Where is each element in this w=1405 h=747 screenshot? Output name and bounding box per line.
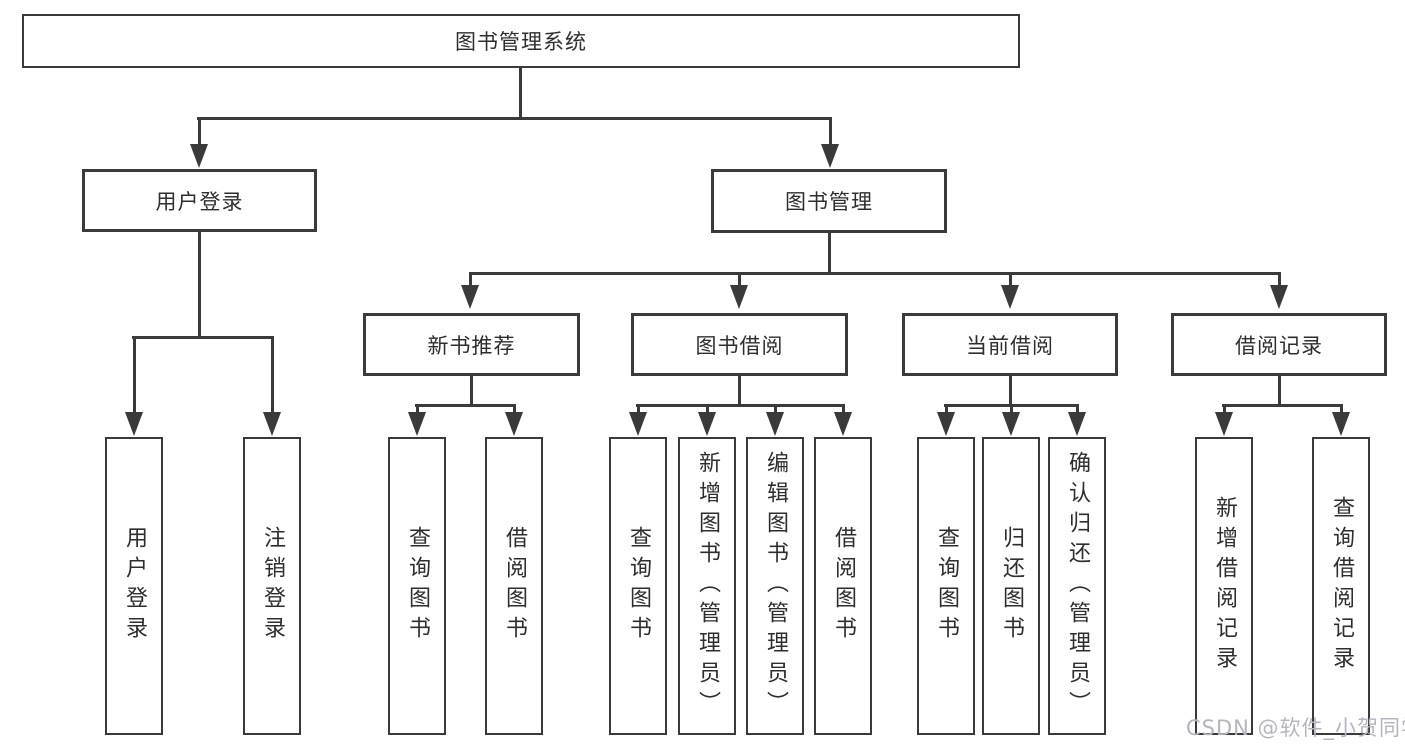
- arrowhead-down: [1002, 412, 1020, 436]
- connector-drop-book-management: [829, 117, 832, 146]
- leaf-label: 借阅图书: [831, 526, 856, 646]
- leaf-label: 查询图书: [934, 526, 959, 646]
- connector-current-borrowing-stem: [1009, 376, 1012, 406]
- connector-drop-leaf: [842, 404, 845, 414]
- leaf-label: 编辑图书（管理员）: [763, 451, 788, 721]
- node-label: 用户登录: [155, 189, 244, 214]
- arrowhead-down: [1215, 412, 1233, 436]
- connector-drop-leaf: [706, 404, 709, 414]
- node-current-borrowing: 当前借阅: [902, 313, 1118, 376]
- arrowhead-down: [698, 412, 716, 436]
- leaf-confirm-return-admin: 确认归还（管理员）: [1048, 437, 1106, 735]
- leaf-label: 查询借阅记录: [1329, 496, 1354, 676]
- leaf-label: 查询图书: [626, 526, 651, 646]
- watermark: CSDN @软件_小贺同学: [1186, 716, 1405, 740]
- connector-book-management-stem: [828, 233, 831, 274]
- arrowhead-down: [937, 412, 955, 436]
- leaf-edit-books-admin: 编辑图书（管理员）: [746, 437, 804, 735]
- leaf-query-books-borrowing: 查询图书: [609, 437, 667, 735]
- node-label: 当前借阅: [966, 333, 1054, 358]
- node-new-book-recommend: 新书推荐: [363, 313, 580, 376]
- arrowhead-down: [505, 412, 523, 436]
- connector-level3-rail: [469, 272, 1280, 275]
- connector-drop-leaf: [1076, 404, 1079, 414]
- leaf-logout: 注销登录: [243, 437, 301, 735]
- leaf-label: 用户登录: [122, 526, 147, 646]
- connector-new-book-stem: [470, 376, 473, 406]
- node-label: 借阅记录: [1235, 333, 1323, 358]
- connector-book-borrowing-rail: [636, 404, 845, 407]
- arrowhead-down: [1068, 412, 1086, 436]
- leaf-add-borrow-record: 新增借阅记录: [1195, 437, 1253, 735]
- node-label: 图书管理: [785, 190, 873, 214]
- arrowhead-down: [461, 285, 479, 309]
- connector-borrowing-records-rail: [1222, 404, 1343, 407]
- node-book-borrowing: 图书借阅: [631, 313, 848, 376]
- connector-level1-rail: [197, 117, 832, 120]
- leaf-return-books: 归还图书: [982, 437, 1040, 735]
- connector-book-borrowing-stem: [738, 376, 741, 406]
- node-book-management: 图书管理: [711, 169, 947, 233]
- node-label: 图书借阅: [695, 333, 784, 358]
- connector-drop-leaf: [774, 404, 777, 414]
- connector-drop-node: [738, 272, 741, 287]
- connector-drop-node: [469, 272, 472, 287]
- node-borrowing-records: 借阅记录: [1171, 313, 1387, 376]
- node-label: 图书管理系统: [455, 30, 587, 54]
- connector-borrowing-records-stem: [1278, 376, 1281, 406]
- leaf-label: 新增借阅记录: [1212, 496, 1237, 676]
- leaf-borrow-books-recommend: 借阅图书: [485, 437, 543, 735]
- connector-drop-leaf: [637, 404, 640, 414]
- arrowhead-down: [408, 412, 426, 436]
- leaf-label: 确认归还（管理员）: [1065, 451, 1090, 721]
- node-user-login: 用户登录: [82, 169, 317, 232]
- arrowhead-down: [629, 412, 647, 436]
- connector-new-book-rail: [415, 404, 516, 407]
- connector-user-login-stem: [198, 232, 201, 338]
- leaf-label: 借阅图书: [502, 526, 527, 646]
- leaf-query-books-current: 查询图书: [917, 437, 975, 735]
- arrowhead-down: [1270, 285, 1288, 309]
- connector-drop-user-login: [198, 117, 201, 146]
- arrowhead-down: [263, 412, 281, 436]
- connector-drop-node: [1009, 272, 1012, 287]
- arrowhead-down: [766, 412, 784, 436]
- connector-drop-node: [1278, 272, 1281, 287]
- connector-drop-leaf: [513, 404, 516, 414]
- arrowhead-down: [821, 144, 839, 168]
- leaf-query-borrow-record: 查询借阅记录: [1312, 437, 1370, 735]
- leaf-label: 新增图书（管理员）: [695, 451, 720, 721]
- connector-drop-leaf: [1223, 404, 1226, 414]
- leaf-label: 注销登录: [260, 526, 285, 646]
- connector-drop-leaf: [271, 336, 274, 414]
- leaf-borrow-books-borrowing: 借阅图书: [814, 437, 872, 735]
- arrowhead-down: [1332, 412, 1350, 436]
- connector-drop-leaf: [416, 404, 419, 414]
- leaf-user-login: 用户登录: [105, 437, 163, 735]
- leaf-query-books-recommend: 查询图书: [388, 437, 446, 735]
- arrowhead-down: [730, 285, 748, 309]
- connector-user-login-rail: [132, 336, 274, 339]
- arrowhead-down: [190, 144, 208, 168]
- arrowhead-down: [834, 412, 852, 436]
- connector-drop-leaf: [1340, 404, 1343, 414]
- connector-drop-leaf: [133, 336, 136, 414]
- arrowhead-down: [1001, 285, 1019, 309]
- node-library-management-system: 图书管理系统: [22, 14, 1020, 68]
- connector-drop-leaf: [945, 404, 948, 414]
- leaf-add-books-admin: 新增图书（管理员）: [678, 437, 736, 735]
- connector-drop-leaf: [1010, 404, 1013, 414]
- arrowhead-down: [125, 412, 143, 436]
- leaf-label: 归还图书: [999, 526, 1024, 646]
- leaf-label: 查询图书: [405, 526, 430, 646]
- connector-root-stem: [519, 68, 522, 118]
- node-label: 新书推荐: [427, 333, 516, 358]
